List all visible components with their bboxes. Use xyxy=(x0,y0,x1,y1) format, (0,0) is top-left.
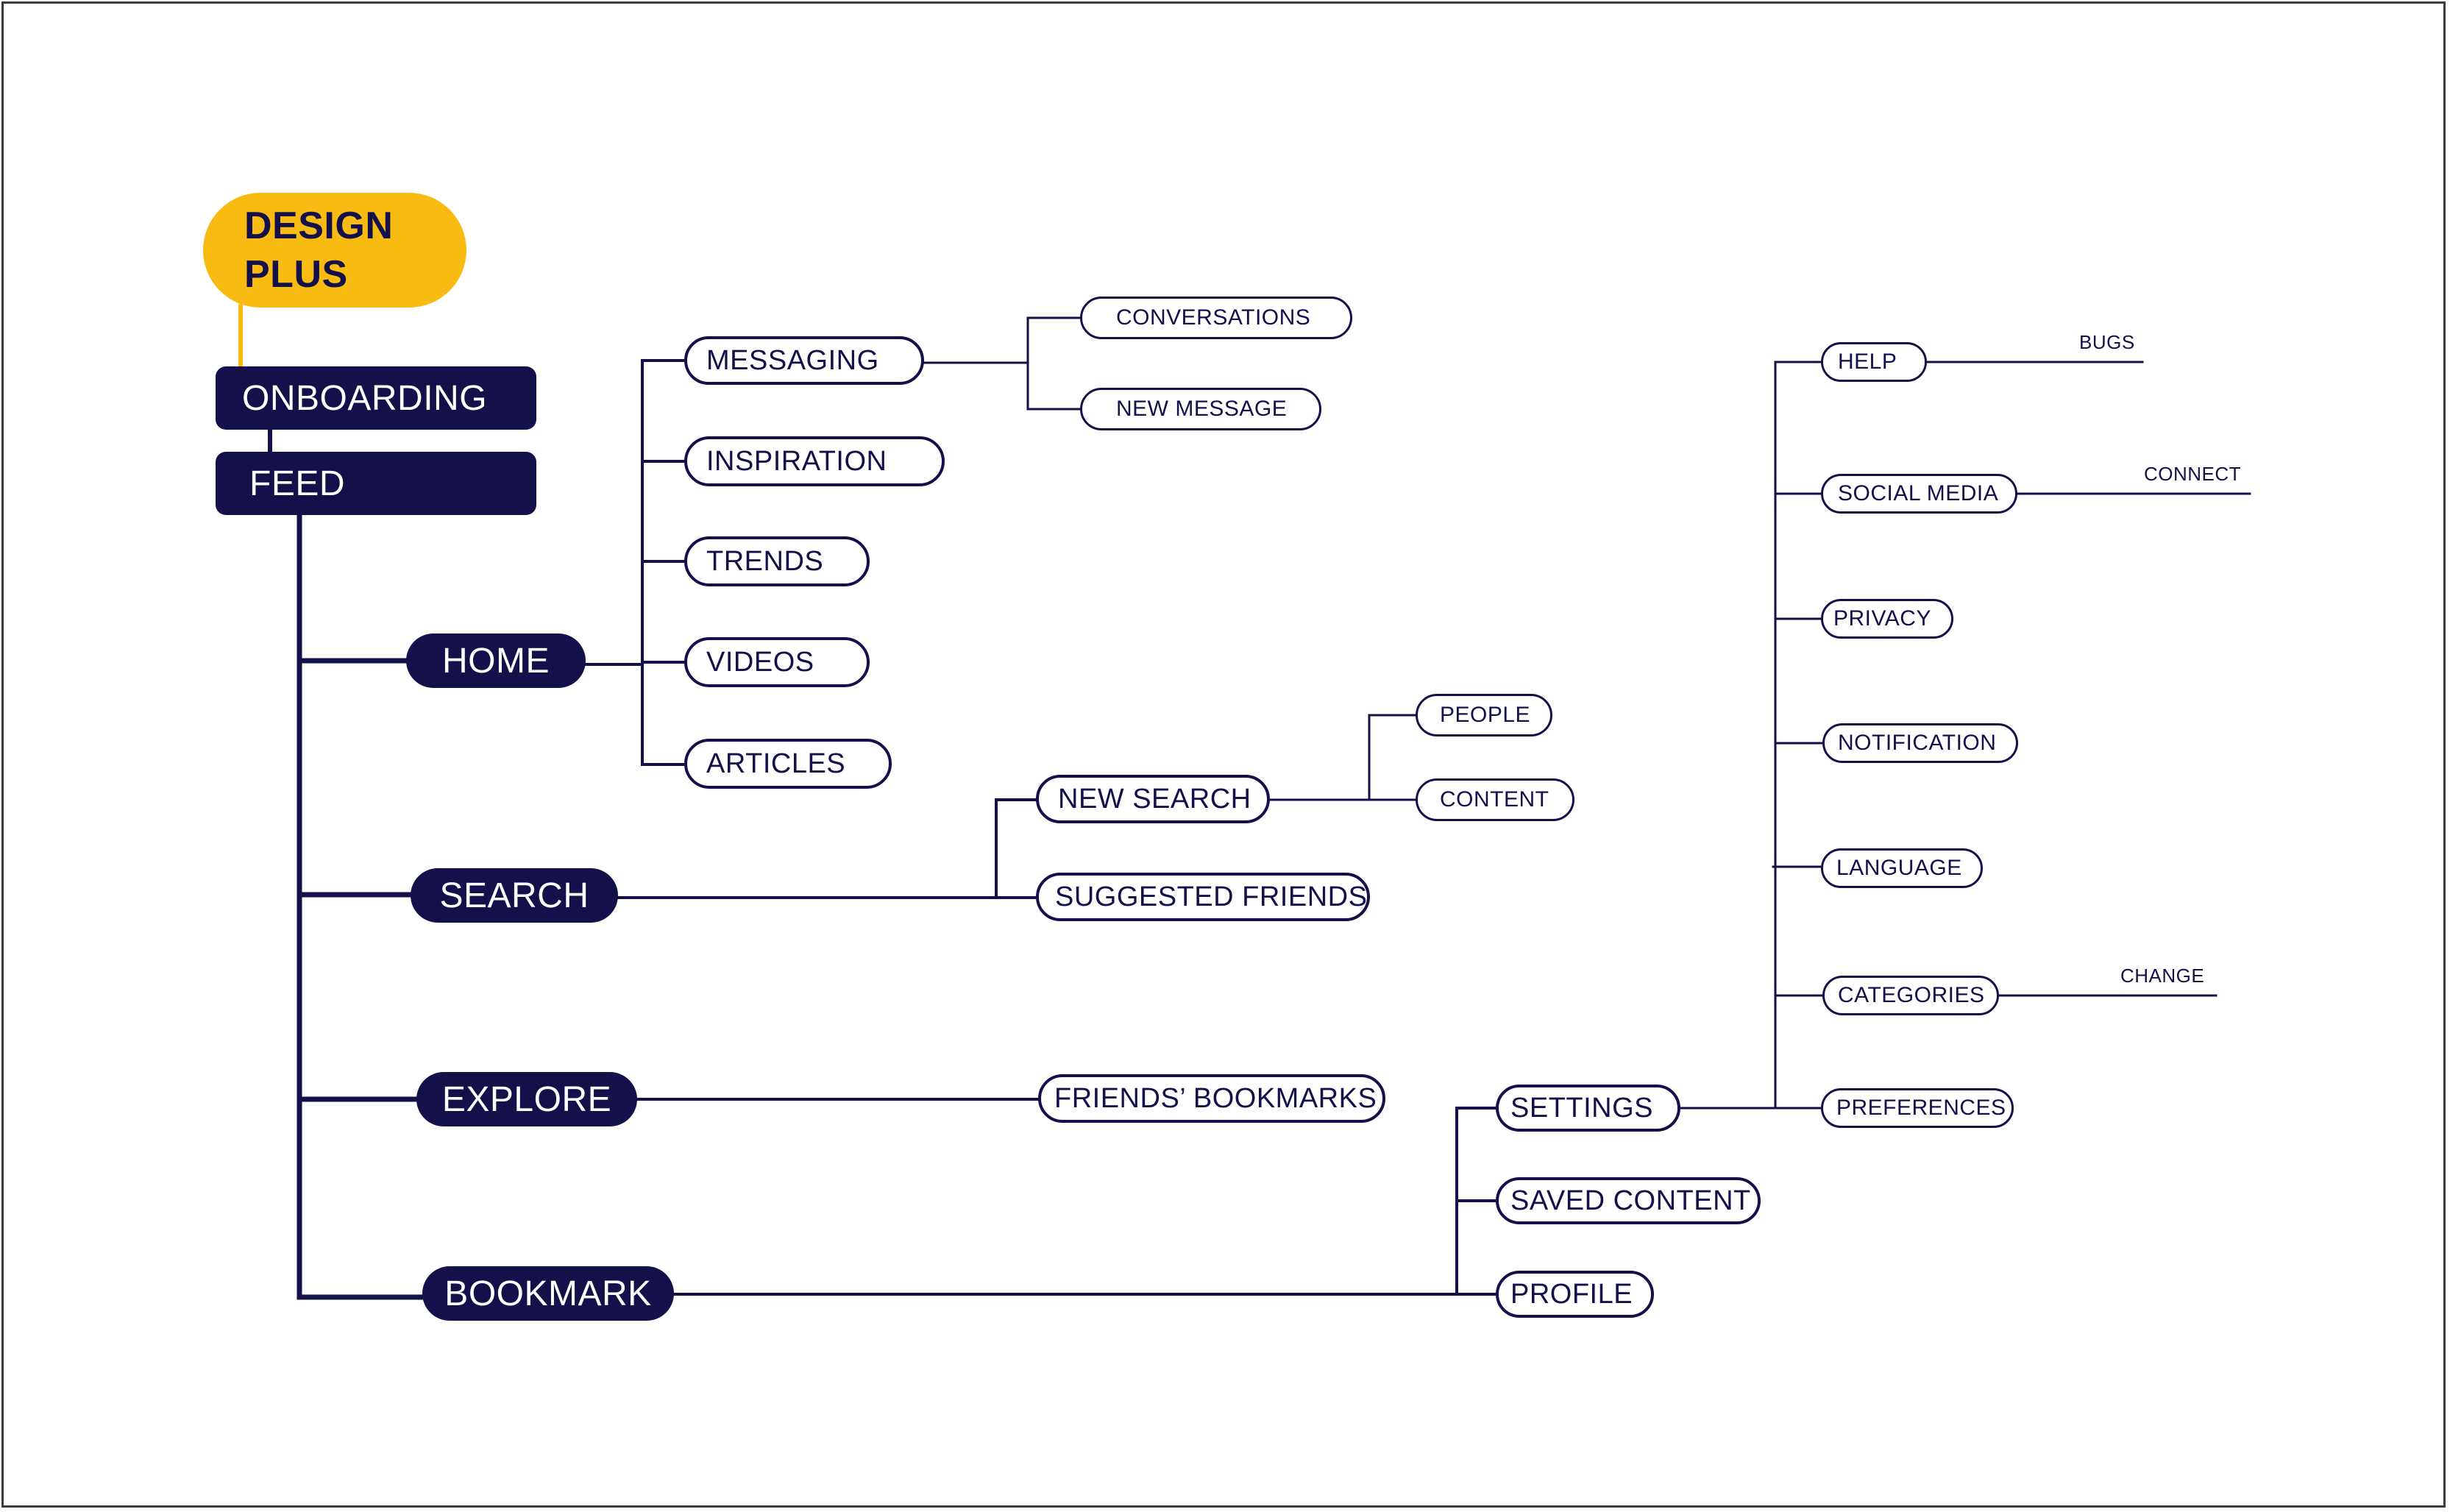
friends-bookmarks-label: FRIENDS’ BOOKMARKS xyxy=(1054,1082,1377,1114)
connector-home-bus xyxy=(581,359,644,766)
settings-label: SETTINGS xyxy=(1510,1092,1654,1124)
profile-node[interactable]: PROFILE xyxy=(1496,1271,1654,1318)
inspiration-label: INSPIRATION xyxy=(706,445,887,477)
people-node[interactable]: PEOPLE xyxy=(1416,694,1552,737)
conversations-node[interactable]: CONVERSATIONS xyxy=(1080,297,1352,339)
bugs-leaf[interactable]: BUGS xyxy=(2079,331,2135,353)
new-search-node[interactable]: NEW SEARCH xyxy=(1036,775,1270,823)
suggested-friends-node[interactable]: SUGGESTED FRIENDS xyxy=(1036,873,1370,921)
new-message-node[interactable]: NEW MESSAGE xyxy=(1080,388,1321,430)
feed-label: FEED xyxy=(249,464,346,503)
articles-label: ARTICLES xyxy=(706,748,846,779)
new-search-label: NEW SEARCH xyxy=(1058,783,1251,814)
explore-node[interactable]: EXPLORE xyxy=(416,1072,637,1126)
search-node[interactable]: SEARCH xyxy=(411,868,618,923)
search-label: SEARCH xyxy=(439,876,589,915)
categories-label: CATEGORIES xyxy=(1838,983,1985,1007)
notification-node[interactable]: NOTIFICATION xyxy=(1822,723,2018,763)
explore-label: EXPLORE xyxy=(441,1079,612,1119)
social-media-node[interactable]: SOCIAL MEDIA xyxy=(1821,474,2017,514)
videos-label: VIDEOS xyxy=(706,646,814,678)
suggested-friends-label: SUGGESTED FRIENDS xyxy=(1055,881,1368,912)
help-label: HELP xyxy=(1838,349,1897,374)
social-media-label: SOCIAL MEDIA xyxy=(1838,481,1999,505)
connector-messaging xyxy=(921,316,1083,411)
privacy-node[interactable]: PRIVACY xyxy=(1821,599,1953,639)
home-node[interactable]: HOME xyxy=(406,633,586,688)
home-label: HOME xyxy=(442,641,550,681)
language-node[interactable]: LANGUAGE xyxy=(1821,848,1983,888)
feed-node[interactable]: FEED xyxy=(216,452,536,515)
inspiration-node[interactable]: INSPIRATION xyxy=(684,436,945,486)
videos-node[interactable]: VIDEOS xyxy=(684,637,870,687)
connector-home-items xyxy=(641,359,687,766)
new-message-label: NEW MESSAGE xyxy=(1116,397,1288,421)
articles-node[interactable]: ARTICLES xyxy=(684,739,892,789)
root-label-line1: DESIGN xyxy=(244,205,394,247)
notification-label: NOTIFICATION xyxy=(1838,731,1997,755)
trends-label: TRENDS xyxy=(706,545,824,577)
onboarding-label: ONBOARDING xyxy=(242,378,488,418)
connector-search xyxy=(614,798,1039,899)
categories-node[interactable]: CATEGORIES xyxy=(1822,976,1999,1015)
language-label: LANGUAGE xyxy=(1836,856,1962,880)
bookmark-node[interactable]: BOOKMARK xyxy=(422,1266,674,1321)
connector-settings xyxy=(1676,361,1777,1110)
saved-content-node[interactable]: SAVED CONTENT xyxy=(1496,1177,1761,1224)
change-leaf[interactable]: CHANGE xyxy=(2120,965,2205,987)
profile-label: PROFILE xyxy=(1510,1278,1633,1310)
connect-leaf[interactable]: CONNECT xyxy=(2144,463,2242,485)
connector-settings-items xyxy=(1772,361,1825,1110)
settings-node[interactable]: SETTINGS xyxy=(1496,1085,1680,1132)
content-node[interactable]: CONTENT xyxy=(1416,778,1574,821)
content-label: CONTENT xyxy=(1440,787,1549,812)
help-node[interactable]: HELP xyxy=(1821,342,1927,382)
connector-new-search xyxy=(1265,714,1418,801)
connector-bookmark xyxy=(670,1107,1499,1296)
root-label-line2: PLUS xyxy=(244,253,348,296)
root-design-plus: DESIGN PLUS xyxy=(203,193,466,308)
bookmark-label: BOOKMARK xyxy=(444,1274,652,1313)
messaging-label: MESSAGING xyxy=(706,344,879,376)
privacy-label: PRIVACY xyxy=(1833,606,1931,631)
preferences-node[interactable]: PREFERENCES xyxy=(1821,1088,2014,1128)
friends-bookmarks-node[interactable]: FRIENDS’ BOOKMARKS xyxy=(1038,1074,1385,1123)
people-label: PEOPLE xyxy=(1440,703,1531,727)
saved-content-label: SAVED CONTENT xyxy=(1510,1185,1751,1216)
connector-feed-trunk xyxy=(297,512,425,1300)
conversations-label: CONVERSATIONS xyxy=(1116,305,1311,330)
messaging-node[interactable]: MESSAGING xyxy=(684,336,924,385)
preferences-label: PREFERENCES xyxy=(1836,1096,2006,1120)
onboarding-node[interactable]: ONBOARDING xyxy=(216,366,536,430)
trends-node[interactable]: TRENDS xyxy=(684,536,870,586)
